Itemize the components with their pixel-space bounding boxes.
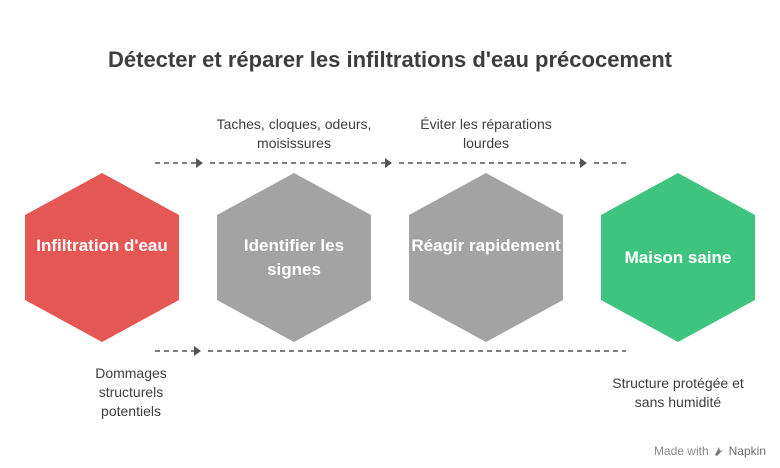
- step-label-maison: Maison saine: [624, 248, 732, 267]
- step-label-reagir: Réagir rapidement: [411, 236, 561, 255]
- napkin-logo-icon: [714, 447, 723, 456]
- watermark-brand: Napkin: [728, 444, 766, 458]
- note-structure: Structure protégée et sans humidité: [612, 375, 744, 410]
- watermark: Made with Napkin: [654, 444, 766, 458]
- step-label-infiltration: Infiltration d'eau: [36, 236, 168, 255]
- hexagon-identifier: [217, 173, 371, 342]
- note-reparations: Éviter les réparations lourdes: [420, 116, 552, 151]
- top-arrowheads: [196, 158, 587, 168]
- hexagon-infiltration: [25, 173, 179, 342]
- arrowhead-icon: [194, 346, 201, 356]
- arrowhead-icon: [385, 158, 392, 168]
- step-label-identifier: Identifier les signes: [243, 236, 345, 279]
- arrowhead-icon: [580, 158, 587, 168]
- diagram-title: Détecter et réparer les infiltrations d'…: [108, 47, 672, 72]
- watermark-prefix: Made with: [653, 444, 709, 458]
- note-dommages: Dommages structurels potentiels: [95, 365, 167, 419]
- hexagon-maison: [601, 173, 755, 342]
- bottom-arrowheads: [194, 346, 201, 356]
- hexagon-reagir: [409, 173, 563, 342]
- note-signes: Taches, cloques, odeurs, moisissures: [216, 116, 372, 151]
- arrowhead-icon: [196, 158, 203, 168]
